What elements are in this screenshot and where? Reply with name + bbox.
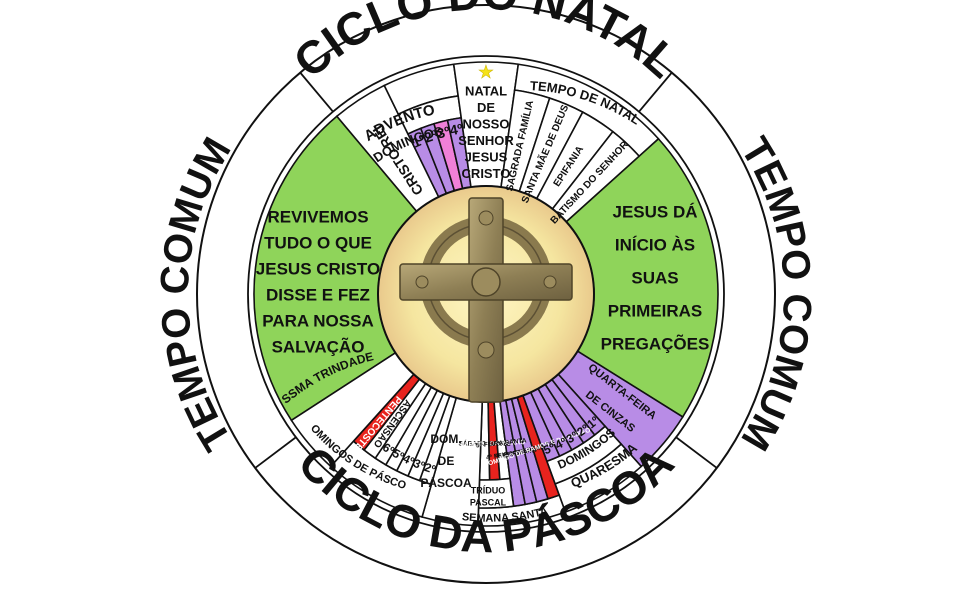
cross-right-boss — [543, 275, 557, 289]
right-green-line: INÍCIO ÀS — [615, 235, 695, 254]
right-green-line: PREGAÇÕES — [601, 333, 710, 353]
divider-line — [675, 436, 718, 469]
celtic-cross-icon — [399, 197, 573, 403]
divider-line — [254, 436, 297, 469]
advento-sunday-label: 1º — [409, 131, 427, 151]
left-green-line: DISSE E FEZ — [266, 285, 370, 304]
dom-pascoa-line: PÁSCOA — [420, 475, 472, 490]
right-green-line: JESUS DÁ — [612, 202, 697, 221]
natal-line: NATAL — [465, 83, 507, 98]
left-green-line: JESUS CRISTO — [256, 259, 380, 278]
right-green-line: PRIMEIRAS — [608, 301, 702, 320]
advento-sunday-label: 4º — [448, 120, 464, 138]
left-green-line: SALVAÇÃO — [272, 336, 365, 356]
divider-line — [299, 72, 334, 113]
natal-line: CRISTO — [462, 166, 511, 181]
pascoa-sunday-label: 2º — [423, 460, 438, 477]
natal-line: JESUS — [465, 149, 508, 164]
left-green-line: PARA NOSSA — [262, 311, 373, 330]
cross-top-boss — [478, 210, 494, 226]
star-icon: ★ — [478, 62, 494, 82]
triduo-line: TRÍDUO — [471, 485, 506, 495]
cross-left-boss — [415, 275, 429, 289]
dom-pascoa-line: DOM. — [430, 432, 461, 446]
divider-line — [638, 72, 673, 113]
dom-pascoa-line: DE — [438, 454, 455, 468]
semana-santa-day-label: SÁBADO SANTO — [459, 439, 512, 448]
natal-line: DE — [477, 100, 495, 115]
triduo-line: PASCAL — [470, 497, 507, 507]
cross-lower-boss — [477, 341, 495, 359]
left-green-line: TUDO O QUE — [264, 233, 372, 252]
right-green-line: SUAS — [631, 268, 678, 287]
cross-center-boss — [471, 267, 501, 297]
advento-sunday-label: 3º — [435, 123, 452, 142]
left-green-line: REVIVEMOS — [267, 207, 368, 226]
natal-line: NOSSO — [463, 116, 510, 131]
natal-line: SENHOR — [458, 133, 514, 148]
advento-sunday-label: 2º — [422, 126, 439, 145]
